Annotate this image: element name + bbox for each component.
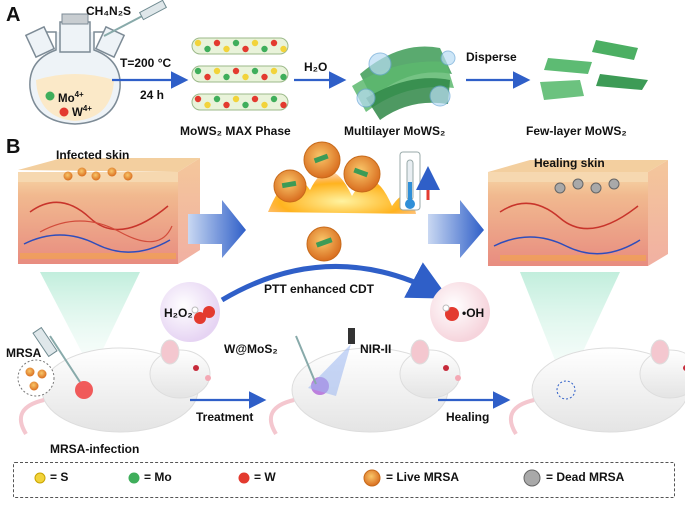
legend-mo-symbol (128, 472, 140, 484)
legend-w-symbol (238, 472, 250, 484)
max-phase-atom (242, 45, 249, 53)
max-phase-atom (213, 95, 221, 103)
legend-w-label: = W (254, 470, 276, 484)
ptt-flame-group (268, 141, 416, 214)
multilayer-sheets (352, 46, 456, 120)
to-healing-arrow (428, 200, 484, 258)
temperature-condition: T=200 °C (120, 56, 172, 70)
material-label: W@MoS₂ (224, 342, 278, 356)
healing-skin-block (488, 160, 668, 266)
max-phase-atom (251, 67, 259, 75)
max-phase-atom (270, 67, 278, 75)
reagent-label: CH₄N₂S (86, 4, 132, 18)
reagent-syringe-icon (103, 0, 168, 37)
legend-mo-label: = Mo (144, 470, 172, 484)
legend-box (13, 462, 675, 498)
max-phase-atom (223, 73, 230, 81)
max-phase-atom (194, 39, 202, 47)
max-phase-atom (232, 39, 240, 47)
max-phase-atom (223, 101, 230, 109)
healing-step-label: Healing (446, 410, 490, 424)
infected-mouse (19, 339, 211, 436)
max-phase-atom (261, 101, 268, 109)
thermometer-icon (399, 151, 440, 211)
max-phase-atom (194, 67, 202, 75)
legend-dead-mrsa-label: = Dead MRSA (546, 470, 625, 484)
left-light-cone (40, 272, 140, 372)
max-phase-atom (251, 39, 259, 47)
few-layer-label: Few-layer MoWS₂ (526, 124, 627, 138)
healing-skin-dead-mrsa (554, 178, 620, 194)
mo-ion-dot (45, 91, 55, 101)
max-phase-label: MoWS₂ MAX Phase (180, 124, 291, 138)
max-phase-atom (261, 45, 268, 53)
max-phase-atom (280, 101, 287, 109)
legend-dead-mrsa-symbol (523, 469, 541, 487)
h2o2-bubble (160, 282, 220, 342)
flask-w-label: W4+ (72, 104, 92, 119)
max-phase-atom (270, 39, 278, 47)
legend-s-symbol (34, 472, 46, 484)
panel-b-label: B (6, 136, 21, 158)
healed-mouse (509, 339, 685, 436)
max-phase-stack (191, 37, 289, 111)
right-light-cone (520, 272, 620, 388)
flask-mo-label: Mo4+ (58, 90, 84, 105)
mrsa-inset-bubble (17, 359, 55, 397)
oh-radical-label: •OH (462, 306, 485, 320)
max-phase-atom (242, 101, 249, 109)
max-phase-atom (213, 39, 221, 47)
mechanism-label: PTT enhanced CDT (264, 282, 375, 296)
max-phase-atom (213, 67, 221, 75)
legend-s-label: = S (50, 470, 69, 484)
healing-skin-label: Healing skin (534, 156, 605, 170)
infected-skin-mrsa-dots (63, 167, 133, 181)
injection-syringe-icon (32, 326, 81, 383)
panel-a-label: A (6, 4, 21, 26)
w-ion-dot (59, 107, 69, 117)
to-treatment-arrow (188, 200, 246, 258)
time-condition: 24 h (140, 88, 165, 102)
max-phase-atom (251, 95, 259, 103)
water-step-label: H₂O (304, 60, 328, 74)
multilayer-label: Multilayer MoWS₂ (344, 124, 446, 138)
max-phase-atom (242, 73, 249, 81)
mrsa-infection-label: MRSA-infection (50, 442, 140, 456)
cdt-curve-arrow (220, 262, 449, 303)
max-phase-atom (204, 101, 211, 109)
max-phase-atom (270, 95, 278, 103)
max-phase-atom (194, 95, 202, 103)
few-layer-sheets (540, 40, 648, 100)
nanoparticle-icon (306, 226, 342, 262)
max-phase-atom (280, 45, 287, 53)
max-phase-atom (232, 95, 240, 103)
max-phase-atom (280, 73, 287, 81)
infected-skin-label: Infected skin (56, 148, 130, 162)
legend-live-mrsa-label: = Live MRSA (386, 470, 460, 484)
three-neck-flask (24, 13, 126, 125)
max-phase-atom (223, 45, 230, 53)
disperse-step-label: Disperse (466, 50, 517, 64)
max-phase-atom (204, 73, 211, 81)
max-phase-atom (232, 67, 240, 75)
max-phase-atom (204, 45, 211, 53)
nir-laser-icon (295, 328, 355, 396)
mrsa-label: MRSA (6, 346, 42, 360)
nir-label: NIR-II (360, 342, 392, 356)
h2o2-label: H₂O₂ (164, 306, 193, 320)
infected-skin-block (18, 158, 200, 264)
oh-radical-bubble (430, 282, 490, 342)
treatment-step-label: Treatment (196, 410, 254, 424)
legend-live-mrsa-symbol (363, 469, 381, 487)
max-phase-atom (261, 73, 268, 81)
